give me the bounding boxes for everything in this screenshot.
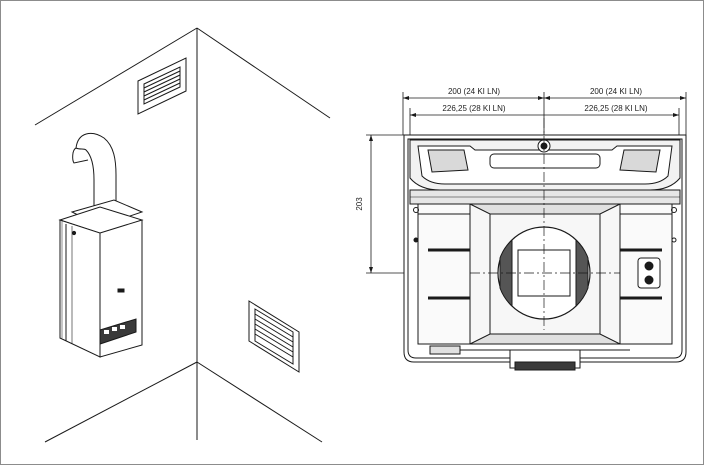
dimension-label-vertical: 203 (355, 197, 364, 211)
vent-grille-bottom (248, 300, 300, 373)
dimension-label-top-right: 200 (24 KI LN) (590, 87, 642, 96)
room-corner-illustration (34, 27, 331, 443)
dimension-label-secondary-right: 226,25 (28 KI LN) (584, 104, 647, 113)
dimension-label-top-left: 200 (24 KI LN) (448, 87, 500, 96)
center-lines (470, 118, 620, 330)
vent-grille-top (137, 57, 187, 115)
boiler-front-view (403, 134, 687, 371)
wall-boiler (58, 132, 144, 358)
dimension-label-secondary-left: 226,25 (28 KI LN) (442, 104, 505, 113)
